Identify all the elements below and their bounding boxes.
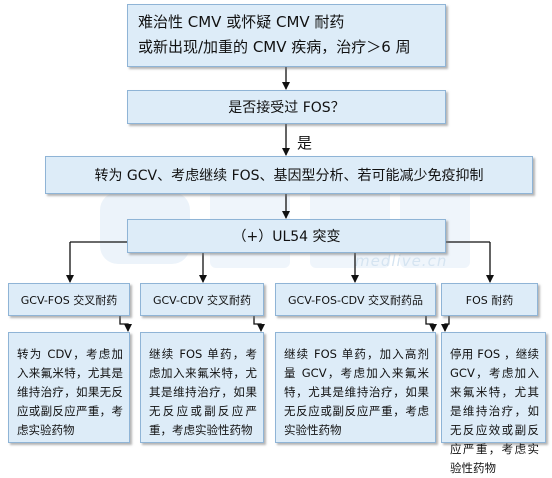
action-text: 转为 GCV、考虑继续 FOS、基因型分析、若可能减少免疫抑制	[94, 168, 484, 184]
category-label: GCV-FOS-CDV 交叉耐药品	[288, 293, 423, 307]
recommendation-box-fos: 停用 FOS ，继续 GCV，考虑加入来氟米特，尤其是维持治疗，如无反应效或副反…	[441, 332, 546, 475]
category-label: FOS 耐药	[465, 293, 514, 307]
start-line-2: 或新出现/加重的 CMV 疾病，治疗＞6 周	[138, 38, 411, 56]
elbow-cat1-desc1	[119, 316, 132, 332]
category-label: GCV-FOS 交叉耐药	[20, 293, 118, 307]
flow-connectors	[66, 67, 494, 332]
recommendation-box-gcv-fos: 转为 CDV，考虑加入来氟米特，尤其是维持治疗，如果无反应或副反应严重，考虑实验…	[8, 332, 130, 443]
mutation-box: （+）UL54 突变	[127, 219, 446, 253]
elbow-cat4-desc4	[441, 316, 450, 332]
recommendation-text: 继续 FOS 单药，加入高剂量 GCV，考虑加入来氟米特，尤其是维持治疗，如果无…	[284, 347, 429, 437]
mutation-text: （+）UL54 突变	[232, 229, 341, 245]
category-box-gcv-fos: GCV-FOS 交叉耐药	[8, 283, 130, 316]
recommendation-box-gcv-cdv: 继续 FOS 单药，考虑加入来氟米特，尤其是维持治疗，如果无反应或副反应严重，考…	[140, 332, 264, 443]
category-box-gcv-cdv: GCV-CDV 交叉耐药	[140, 283, 264, 316]
start-line-1: 难治性 CMV 或怀疑 CMV 耐药	[138, 13, 345, 31]
start-condition-box: 难治性 CMV 或怀疑 CMV 耐药 或新出现/加重的 CMV 疾病，治疗＞6 …	[127, 4, 446, 67]
recommendation-text: 停用 FOS ，继续 GCV，考虑加入来氟米特，尤其是维持治疗，如无反应效或副反…	[450, 347, 539, 475]
category-box-fos: FOS 耐药	[441, 283, 538, 316]
category-label: GCV-CDV 交叉耐药	[152, 293, 252, 307]
recommendation-text: 继续 FOS 单药，考虑加入来氟米特，尤其是维持治疗，如果无反应或副反应严重，考…	[149, 347, 257, 437]
recommendation-text: 转为 CDV，考虑加入来氟米特，尤其是维持治疗，如果无反应或副反应严重，考虑实验…	[17, 347, 123, 437]
recommendation-box-gcv-fos-cdv: 继续 FOS 单药，加入高剂量 GCV，考虑加入来氟米特，尤其是维持治疗，如果无…	[275, 332, 436, 443]
category-box-gcv-fos-cdv: GCV-FOS-CDV 交叉耐药品	[275, 283, 436, 316]
action-box: 转为 GCV、考虑继续 FOS、基因型分析、若可能减少免疫抑制	[45, 156, 533, 194]
question-box: 是否接受过 FOS？	[127, 90, 446, 124]
watermark-text: medlive.cn	[355, 252, 448, 270]
question-text: 是否接受过 FOS？	[228, 100, 345, 116]
elbow-cat2-desc2	[253, 316, 265, 332]
yes-label: 是	[297, 134, 313, 152]
elbow-cat3-desc3	[425, 316, 437, 332]
